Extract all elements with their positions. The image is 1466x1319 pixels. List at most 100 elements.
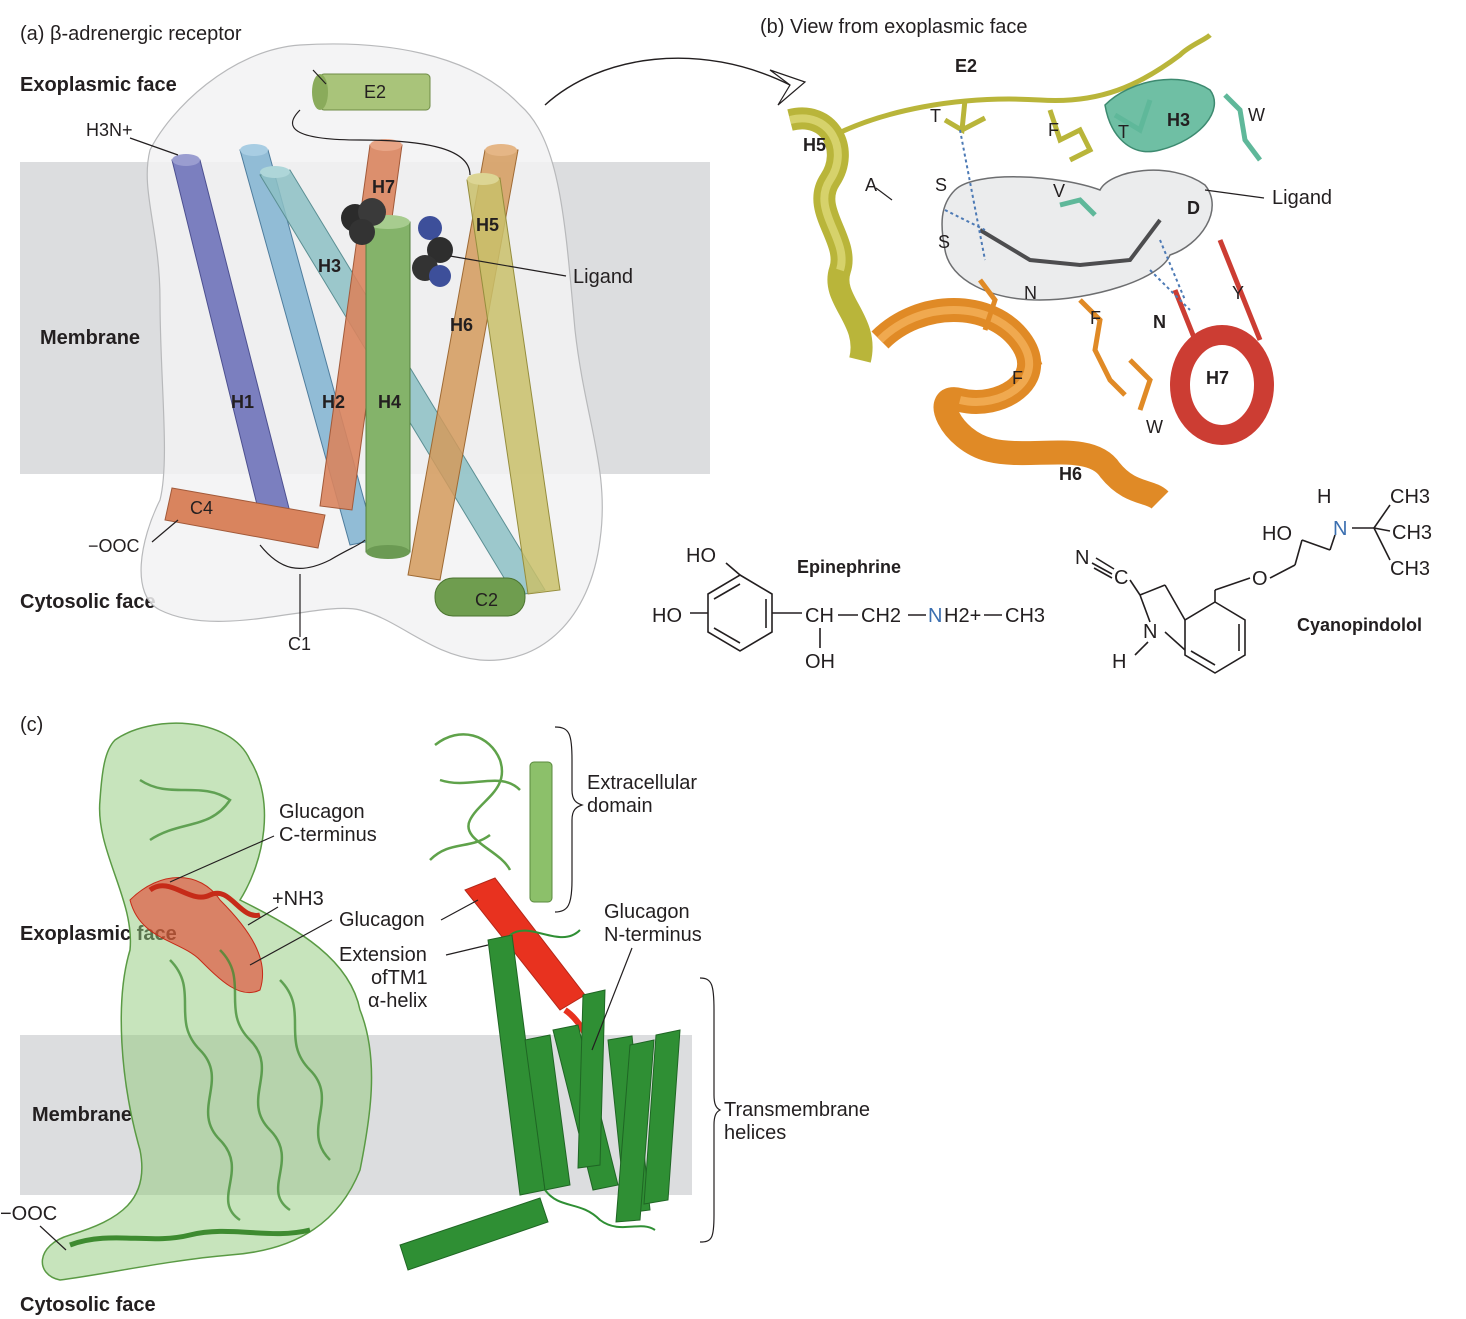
c-right-extracellular-ribbons — [429, 733, 521, 871]
c-label-glucagon-n-terminus-2: N-terminus — [604, 924, 702, 946]
cyanopindolol-ring-n: N — [1143, 621, 1157, 643]
cyanopindolol-ring-h: H — [1112, 651, 1126, 673]
c-leader-glucagon-c-terminus — [169, 835, 275, 883]
arrow-to-panel-b — [544, 57, 791, 106]
label-c2: C2 — [475, 590, 498, 610]
cyanopindolol-ho: HO — [1262, 523, 1292, 545]
epinephrine-ch: CH — [805, 605, 834, 627]
leader-e2 — [312, 69, 327, 85]
label-e2: E2 — [364, 82, 386, 102]
c-label-glucagon-c-terminus-1: Glucagon — [279, 801, 365, 823]
cyanopindolol-o: O — [1252, 568, 1268, 590]
b-res-n1: N — [1024, 283, 1037, 303]
loop-c4-cylinder — [164, 487, 326, 549]
c-label-glucagon-n-terminus-1: Glucagon — [604, 901, 690, 923]
b-ligand-surface — [941, 169, 1213, 301]
epinephrine-ho-left: HO — [652, 605, 682, 627]
b-leader-a — [875, 187, 893, 201]
loop-c2-cylinder — [434, 577, 526, 617]
c-terminus-label: −OOC — [88, 536, 140, 556]
panel-a: (a) β-adrenergic receptor Exoplasmic fac… — [20, 23, 807, 661]
b-leader-ligand — [1204, 189, 1265, 199]
epinephrine-oh: OH — [805, 651, 835, 673]
c-leader-glucagon-n-terminus — [591, 947, 633, 1051]
epinephrine-h2plus: H2+ — [944, 605, 981, 627]
c-label-extension-3: α-helix — [368, 990, 427, 1012]
epinephrine-ch2: CH2 — [861, 605, 901, 627]
c-right-tm-helices — [399, 934, 681, 1271]
panel-c: (c) Membrane Exoplasmic face Cytosolic f… — [0, 714, 870, 1316]
cyanopindolol-name: Cyanopindolol — [1297, 615, 1422, 635]
panel-b-title: (b) View from exoplasmic face — [760, 16, 1028, 38]
leader-n-terminus — [129, 137, 179, 156]
label-h7: H7 — [372, 177, 395, 197]
leader-c-terminus — [151, 519, 179, 543]
cyanopindolol-ch3-a: CH3 — [1390, 486, 1430, 508]
c-brace-extracellular — [554, 726, 584, 913]
b-ligand-label: Ligand — [1272, 187, 1332, 209]
c-label-glucagon: Glucagon — [339, 909, 425, 931]
cyanopindolol-ring — [1184, 601, 1246, 674]
c-leader-nh3 — [247, 906, 279, 926]
b-side-chains — [943, 93, 1262, 411]
label-h6: H6 — [450, 315, 473, 335]
b-ligand-stick — [978, 218, 1162, 268]
cyanopindolol-nc-n: N — [1075, 547, 1089, 569]
label-h1: H1 — [231, 392, 254, 412]
panel-c-title: (c) — [20, 714, 43, 736]
epinephrine-name: Epinephrine — [797, 557, 901, 577]
b-helix-h3 — [1104, 78, 1216, 153]
cyanopindolol-nc-c: C — [1114, 567, 1128, 589]
arrow-head — [769, 69, 807, 106]
panel-a-cytosolic-face-label: Cytosolic face — [20, 591, 156, 613]
c-left-c-helix — [69, 1227, 311, 1248]
leader-ligand-a — [449, 255, 567, 277]
c-label-extension-2: ofTM1 — [371, 967, 428, 989]
b-res-a: A — [865, 175, 877, 195]
panel-a-title: (a) β-adrenergic receptor — [20, 23, 242, 45]
cyanopindolol-ch3-c: CH3 — [1390, 558, 1430, 580]
c-label-transmembrane-2: helices — [724, 1122, 786, 1144]
cyanopindolol-h: H — [1317, 486, 1331, 508]
epinephrine-ring — [707, 574, 773, 652]
b-res-s2: S — [938, 232, 950, 252]
c-label-c-terminus: −OOC — [0, 1203, 57, 1225]
b-res-v: V — [1053, 181, 1065, 201]
ligand-label-a: Ligand — [573, 266, 633, 288]
epinephrine-ch3: CH3 — [1005, 605, 1045, 627]
b-res-f2: F — [1090, 308, 1101, 328]
b-res-w2: W — [1146, 417, 1163, 437]
epinephrine-n: N — [928, 605, 942, 627]
epinephrine-structure: Epinephrine HO HO CH CH2 N H2+ CH3 OH — [652, 545, 1045, 673]
c-left-receptor-surface — [41, 722, 373, 1281]
c-right-receptor — [399, 733, 681, 1271]
b-res-d: D — [1187, 198, 1200, 218]
label-h4: H4 — [378, 392, 401, 412]
c-label-nh3: +NH3 — [272, 888, 324, 910]
helix-h4 — [365, 215, 411, 559]
b-helix-h6 — [871, 298, 1169, 510]
b-res-t2: T — [1118, 122, 1129, 142]
epinephrine-ho-top: HO — [686, 545, 716, 567]
b-label-h5: H5 — [803, 135, 826, 155]
b-res-f1: F — [1048, 120, 1059, 140]
loop-e2-chain — [291, 109, 471, 176]
label-h5: H5 — [476, 215, 499, 235]
cyanopindolol-n: N — [1333, 518, 1347, 540]
c-label-transmembrane-1: Transmembrane — [724, 1099, 870, 1121]
c-leader-glucagon-left — [249, 919, 333, 966]
label-c1: C1 — [288, 634, 311, 654]
c-label-extracellular-1: Extracellular — [587, 772, 697, 794]
c-leader-extension — [445, 944, 489, 956]
cyanopindolol-ch3-b: CH3 — [1392, 522, 1432, 544]
helix-h5 — [466, 173, 561, 595]
c-leader-glucagon-right — [440, 899, 479, 921]
b-res-n2: N — [1153, 312, 1166, 332]
b-e2-strand — [823, 33, 1212, 143]
c-right-glucagon — [464, 877, 586, 1011]
loop-c1-chain — [259, 539, 366, 569]
label-c4: C4 — [190, 498, 213, 518]
label-h3: H3 — [318, 256, 341, 276]
c-label-extracellular-2: domain — [587, 795, 653, 817]
